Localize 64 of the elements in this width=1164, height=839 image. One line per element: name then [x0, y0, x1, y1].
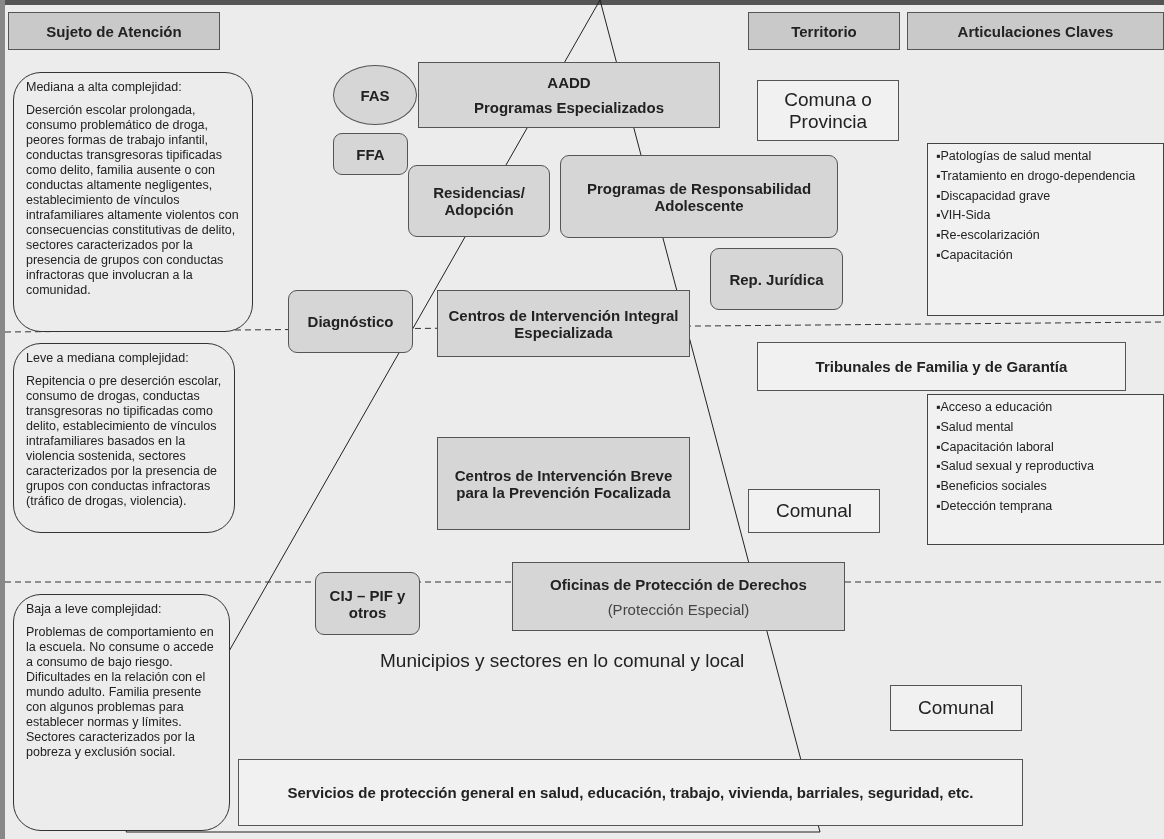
program-box: [437, 437, 690, 530]
box-title: Comunal: [917, 697, 994, 719]
box-title: Servicios de protección general en salud, educación, trabajo, vivienda, barriales, seguridad, etc.: [287, 784, 974, 801]
list-item: ▪Tratamiento en drogo-dependencia: [936, 169, 1136, 184]
list-item: ▪Salud mental: [936, 420, 1015, 435]
list-item: ▪Detección temprana: [936, 499, 1054, 514]
box-title: Tribunales de Familia y de Garantía: [815, 358, 1068, 375]
box-subtitle: Programas Especializados: [473, 99, 665, 116]
program-box: [710, 248, 843, 310]
description-box: [13, 72, 253, 332]
description-text: Deserción escolar prolongada, consumo problemático de droga, peores formas de trabajo infantil, conductas transgresoras tipificadas como delito, familia ausente o con conductas altamente negligentes, establecimiento de vínculos intrafamiliares altamente violentos con consecuencias constitutivas de delito, sectores caracterizados por la presencia de grupos con conductas infractoras que involucran a la comunidad.: [26, 103, 240, 298]
description-text: Repitencia o pre deserción escolar, consumo de drogas, conductas transgresoras no tipificadas como delito, establecimiento de vínculos intrafamiliares basados en la violencia sostenida, sectores caracterizados por la presencia de grupos con conductas infractoras (tráfico de drogas, violencia).: [26, 374, 223, 509]
box-title: Comunal: [775, 500, 852, 522]
box-title: Territorio: [791, 22, 857, 40]
box-title: Diagnóstico: [307, 313, 394, 330]
box-title: CIJ – PIF y otros: [328, 586, 407, 621]
box-title: FAS: [360, 86, 390, 104]
list-item: ▪Capacitación laboral: [936, 440, 1055, 455]
level-label: Municipios y sectores en lo comunal y local: [380, 650, 745, 672]
program-box: [560, 155, 838, 238]
column-header: [907, 12, 1164, 50]
box-title: Residencias/ Adopción: [432, 184, 526, 218]
box-title: FFA: [356, 145, 385, 163]
territory-box: [757, 80, 899, 141]
program-box: [512, 562, 845, 631]
complexity-heading: Mediana a alta complejidad:: [26, 80, 182, 95]
box-title: Centros de Intervención Integral Especializada: [447, 306, 680, 341]
services-box: [238, 759, 1023, 826]
court-box: [757, 342, 1126, 391]
list-item: ▪Patologías de salud mental: [936, 150, 1093, 164]
program-box: [418, 62, 720, 128]
box-title: Articulaciones Claves: [957, 22, 1114, 40]
ellipse-node: [333, 65, 417, 125]
box-title: Sujeto de Atención: [46, 22, 182, 40]
list-item: ▪VIH-Sida: [936, 209, 992, 223]
program-box: [288, 290, 413, 353]
list-item: ▪Capacitación: [936, 248, 1014, 263]
column-header: [8, 12, 220, 50]
list-item: ▪Beneficios sociales: [936, 480, 1048, 494]
box-title: Centros de Intervención Breve para la Prevención Focalizada: [453, 466, 674, 501]
list-item: ▪Discapacidad grave: [936, 189, 1052, 204]
box-title: Programas de Responsabilidad Adolescente: [585, 179, 813, 214]
list-item: ▪Salud sexual y reproductiva: [936, 460, 1094, 474]
program-box: [408, 165, 550, 237]
list-box: [927, 394, 1164, 545]
description-box: [13, 343, 235, 533]
list-box: [927, 143, 1164, 316]
box-title: Comuna o Provincia: [783, 88, 873, 133]
list-item: ▪Re-escolarización: [936, 229, 1041, 243]
list-item: ▪Acceso a educación: [936, 401, 1054, 415]
box-subtitle: (Protección Especial): [607, 600, 750, 618]
complexity-heading: Leve a mediana complejidad:: [26, 351, 189, 366]
box-title: Oficinas de Protección de Derechos: [550, 575, 807, 593]
territory-box: [748, 489, 880, 533]
column-header: [748, 12, 900, 50]
program-box: [333, 133, 408, 175]
territory-box: [890, 685, 1022, 731]
box-title: Rep. Jurídica: [729, 270, 824, 288]
complexity-heading: Baja a leve complejidad:: [26, 602, 162, 617]
description-text: Problemas de comportamiento en la escuela. No consume o accede a consumo de bajo riesgo. Dificultades en la relación con el mundo adulto. Familia presente con algunos problemas para establecer normas y límites. Sectores caracterizados por la pobreza y exclusión social.: [26, 625, 215, 760]
box-title: AADD: [547, 74, 591, 91]
program-box: [437, 290, 690, 357]
description-box: [13, 594, 230, 831]
program-box: [315, 572, 420, 635]
